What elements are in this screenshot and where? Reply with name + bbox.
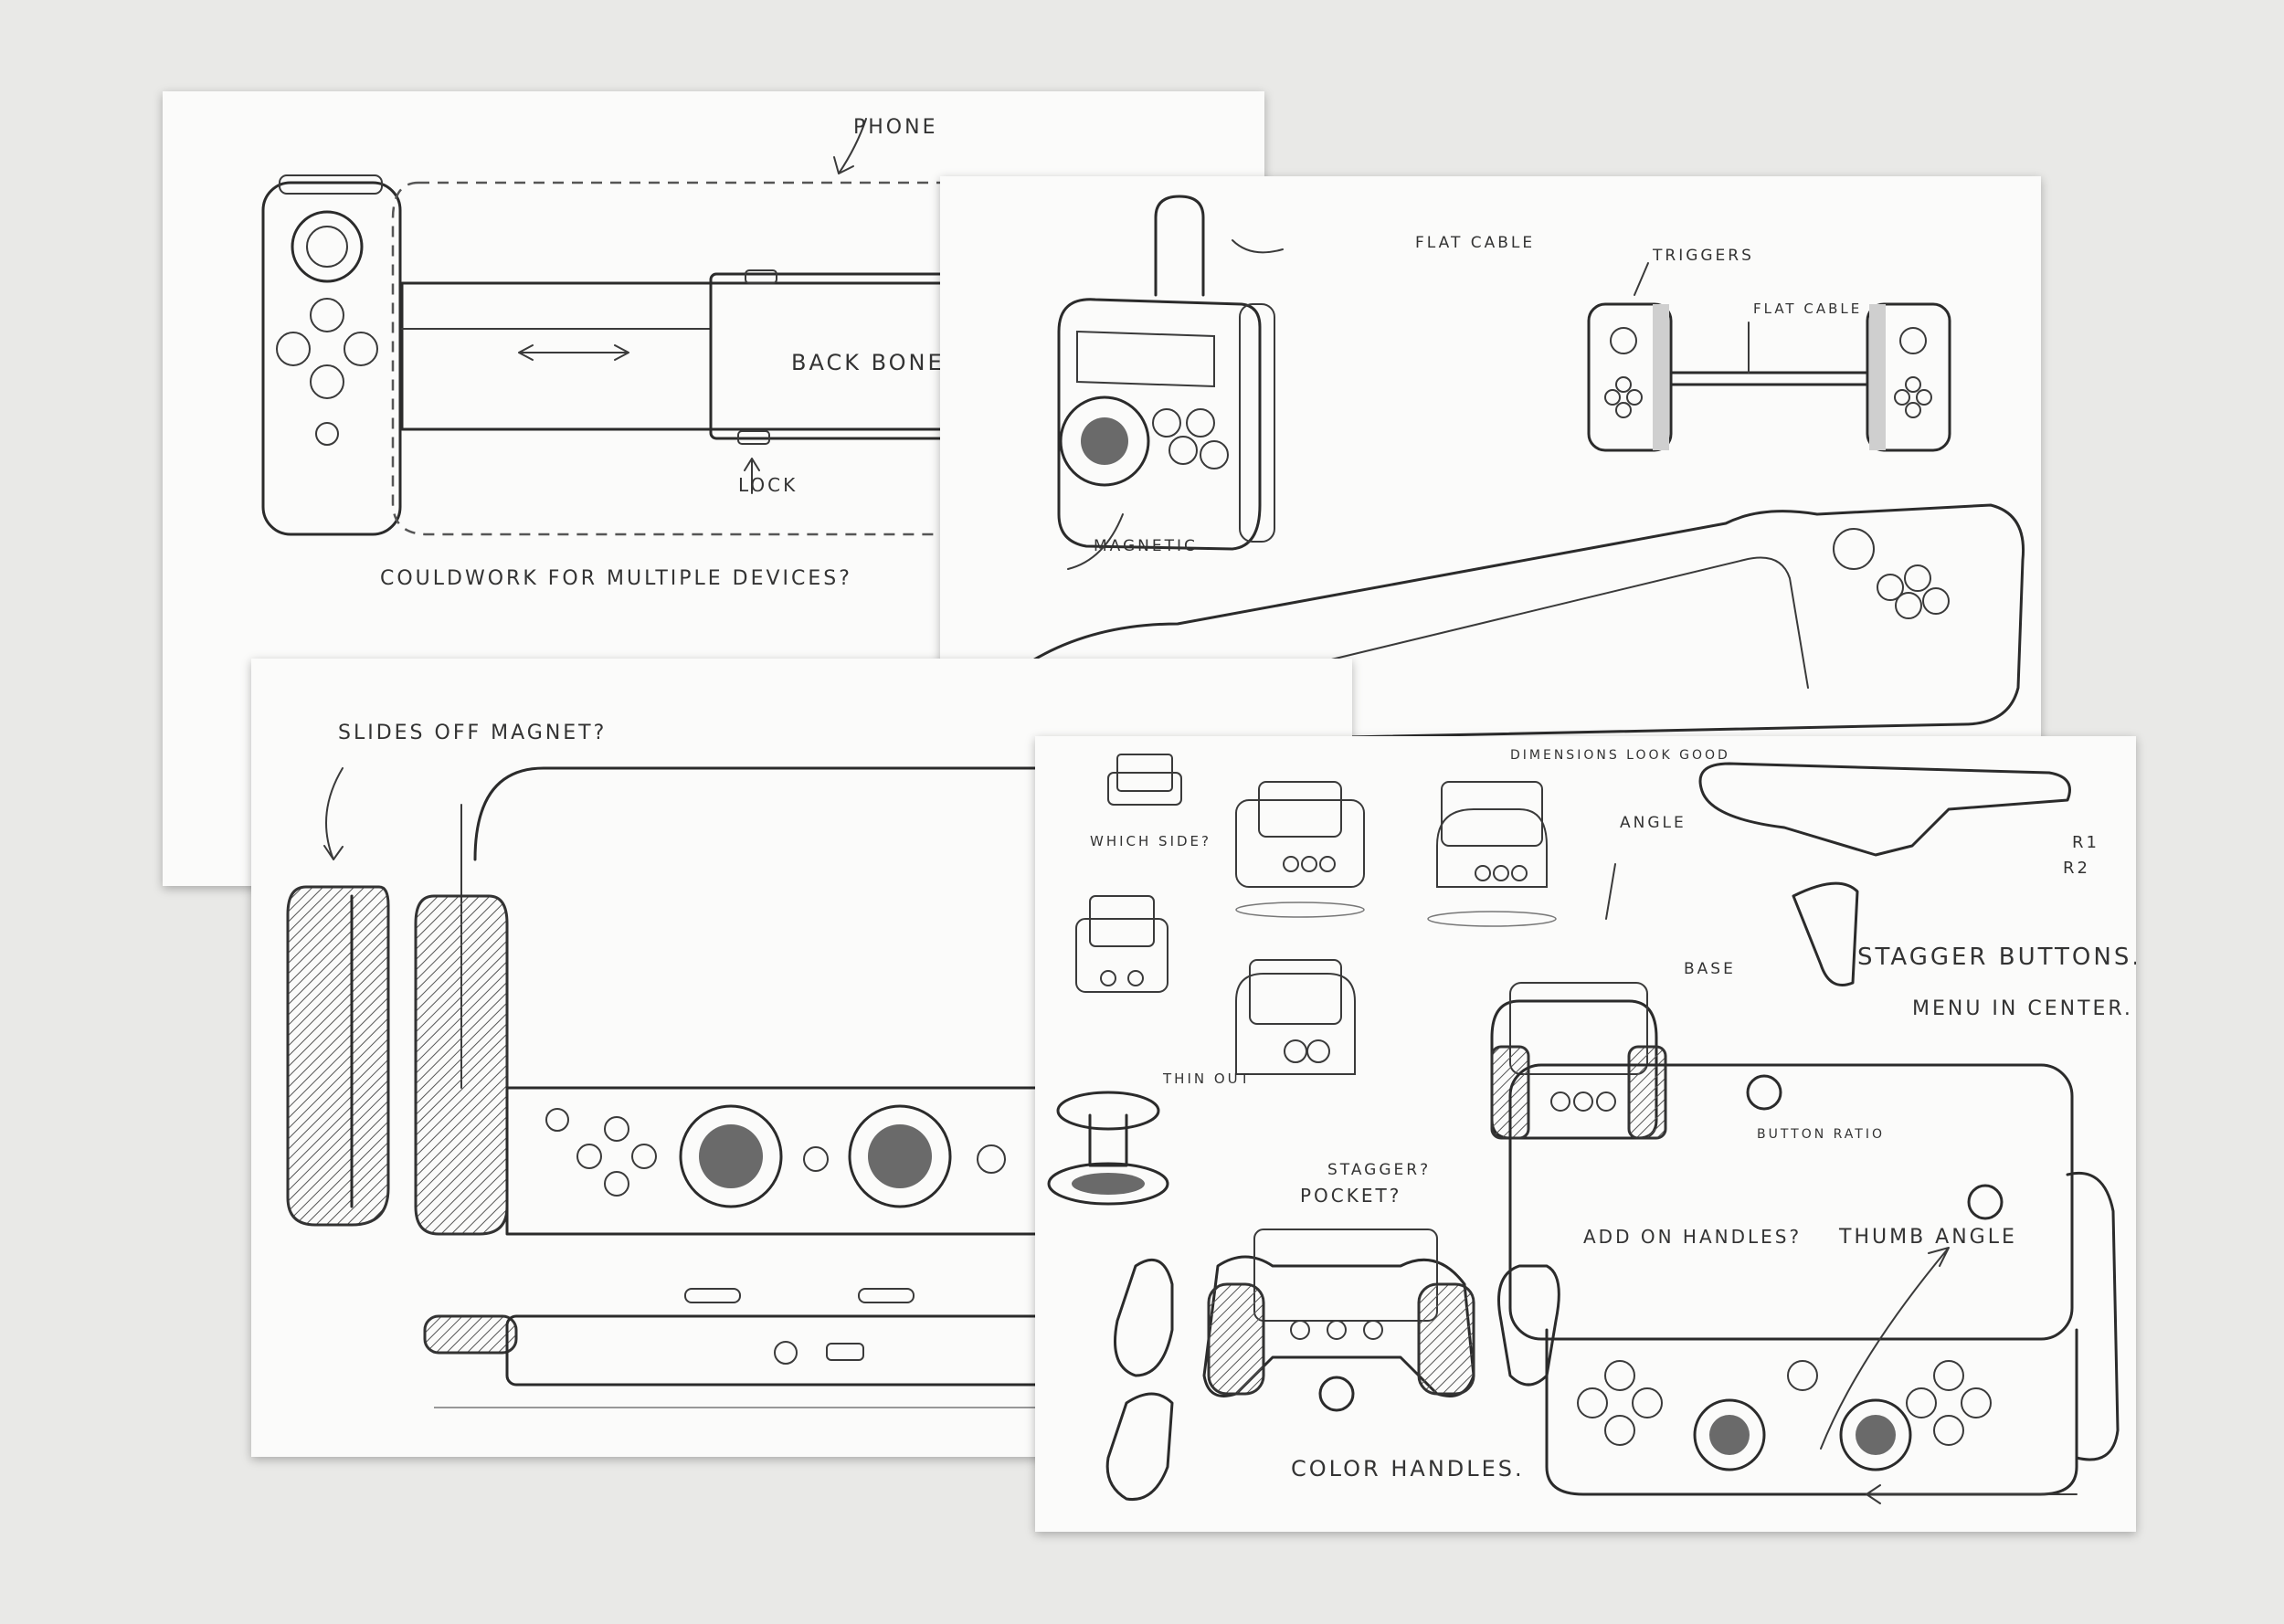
handle-variant-1: [1114, 1258, 1174, 1377]
which-side-label: WHICH SIDE?: [1090, 833, 1211, 849]
left-thumbstick-icon: [1693, 1398, 1766, 1471]
stagger-question-label: STAGGER?: [1327, 1161, 1431, 1179]
slide-grip-sketch: SLIDES OFF MAGNET?: [286, 722, 1352, 1408]
color-handles-label: COLOR HANDLES.: [1291, 1456, 1525, 1482]
pocket-label: POCKET?: [1300, 1185, 1401, 1207]
add-on-handles-label: ADD ON HANDLES?: [1583, 1226, 1802, 1248]
cable-controller-sketch: FLAT CABLE TRIGGERS FLAT CABLE MAGNETIC: [993, 195, 2025, 744]
base-label: BASE: [1684, 960, 1736, 978]
mini-controller-1: [1235, 781, 1365, 918]
left-grip: [1587, 302, 1673, 452]
angle-label: ANGLE: [1620, 814, 1687, 832]
phone-outline: [391, 181, 1264, 536]
iterations-sketch: DIMENSIONS LOOK GOOD ANGLE R1 R2 WHICH S…: [1047, 748, 2136, 1504]
joystick-icon: [1059, 395, 1150, 487]
controller-bar: [505, 1086, 1352, 1236]
backbone-sketch: PHONE BACK BONE LOCK COULDWORK FOR MULTI…: [261, 116, 1264, 590]
angled-controller: [993, 503, 2025, 744]
magnetic-controller-body: [1057, 298, 1262, 551]
menu-in-center-label: MENU IN CENTER.: [1912, 997, 2133, 1020]
lock-label: LOCK: [738, 474, 798, 496]
left-joystick-icon: [679, 1104, 783, 1208]
phone-outline: [473, 766, 1352, 861]
right-grip: [1866, 302, 1951, 452]
left-controller-body: [261, 181, 402, 536]
flat-cable-loop: [1154, 195, 1205, 297]
star-badge-icon: [1967, 1184, 2004, 1220]
profile-sketch: [1698, 762, 2071, 857]
attached-grip: [414, 894, 509, 1236]
joystick-icon: [291, 210, 364, 283]
stagger-buttons-label: STAGGER BUTTONS.: [1857, 944, 2136, 971]
mini-controller-5: [1490, 982, 1667, 1140]
flat-cable-label-1: FLAT CABLE: [1415, 234, 1535, 252]
joystick-cap-sketch: [1047, 1091, 1169, 1206]
r1-label: R1: [2072, 833, 2099, 852]
star-badge-icon: [1746, 1074, 1782, 1111]
r2-label: R2: [2063, 859, 2090, 878]
multiple-devices-note: COULDWORK FOR MULTIPLE DEVICES?: [380, 567, 852, 590]
sketch-sheet-iterations: DIMENSIONS LOOK GOOD ANGLE R1 R2 WHICH S…: [1035, 736, 2136, 1532]
triggers-label: TRIGGERS: [1652, 247, 1754, 265]
backbone-label: BACK BONE: [791, 350, 945, 375]
detached-grip: [286, 885, 390, 1227]
large-controller-sketch: [1497, 1063, 2120, 1504]
slides-off-magnet-label: SLIDES OFF MAGNET?: [338, 722, 607, 744]
right-thumbstick-icon: [1839, 1398, 1912, 1471]
button-ratio-label: BUTTON RATIO: [1757, 1127, 1885, 1142]
dimensions-label: DIMENSIONS LOOK GOOD: [1510, 748, 1730, 763]
backbone-bar: [400, 281, 1264, 431]
right-joystick-icon: [848, 1104, 952, 1208]
mini-controller-2: [1427, 781, 1616, 927]
flat-cable-label-2: FLAT CABLE: [1753, 301, 1862, 317]
sketch-sheet-cable: FLAT CABLE TRIGGERS FLAT CABLE MAGNETIC: [940, 176, 2041, 744]
gamepad-sketch: [1202, 1229, 1475, 1412]
mini-controller-3: [1075, 895, 1168, 993]
mini-controller-4: [1235, 959, 1356, 1075]
handle-variant-2: [1105, 1392, 1174, 1502]
phone-label: PHONE: [853, 116, 937, 139]
magnetic-label: MAGNETIC: [1094, 537, 1198, 555]
thumb-angle-label: THUMB ANGLE: [1838, 1226, 2017, 1249]
thin-out-label: THIN OUT: [1162, 1070, 1252, 1087]
